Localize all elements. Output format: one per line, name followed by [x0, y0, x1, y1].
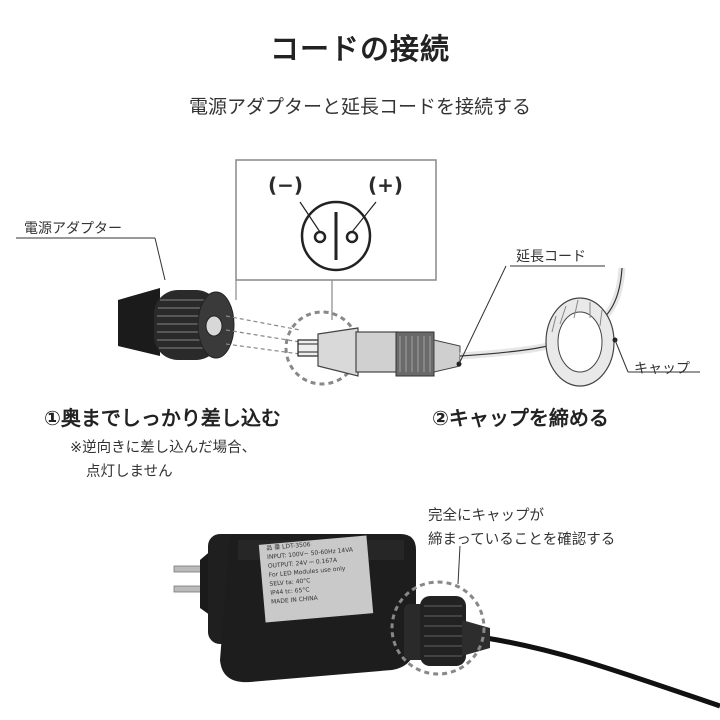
extension-plug-icon — [297, 327, 461, 377]
page-title: コードの接続 — [269, 32, 450, 66]
sticker-ip: IP44 — [270, 588, 284, 597]
power-adapter-image — [173, 534, 416, 683]
page-subtitle: 電源アダプターと延長コードを接続する — [188, 96, 531, 118]
callout-line-1: 完全にキャップが — [428, 508, 544, 524]
adapter-sticker: 品 番 LDT-3506 INPUT: 100V~ 50-60Hz 14VA O… — [266, 535, 375, 607]
minus-label: (−) — [268, 173, 304, 197]
step-2-heading: ②キャップを締める — [432, 406, 609, 430]
sticker-selv: SELV — [269, 579, 285, 588]
plug-face-icon — [299, 200, 377, 272]
plus-label: (+) — [368, 173, 404, 197]
step-1-heading: ①奥までしっかり差し込む — [44, 406, 281, 430]
callout-line-2: 締まっていることを確認する — [428, 532, 616, 548]
cap-highlight — [390, 580, 486, 676]
cap-ring-icon — [545, 297, 618, 387]
adapter-label: 電源アダプター — [24, 221, 122, 237]
step-1-note-2: 点灯しません — [86, 464, 173, 480]
adapter-connector-icon — [118, 288, 235, 360]
sticker-brand: 品 番 — [266, 543, 281, 552]
step-1-note-1: ※逆向きに差し込んだ場合、 — [70, 440, 257, 456]
extension-cord-label: 延長コード — [516, 249, 586, 265]
cap-label: キャップ — [634, 361, 690, 377]
